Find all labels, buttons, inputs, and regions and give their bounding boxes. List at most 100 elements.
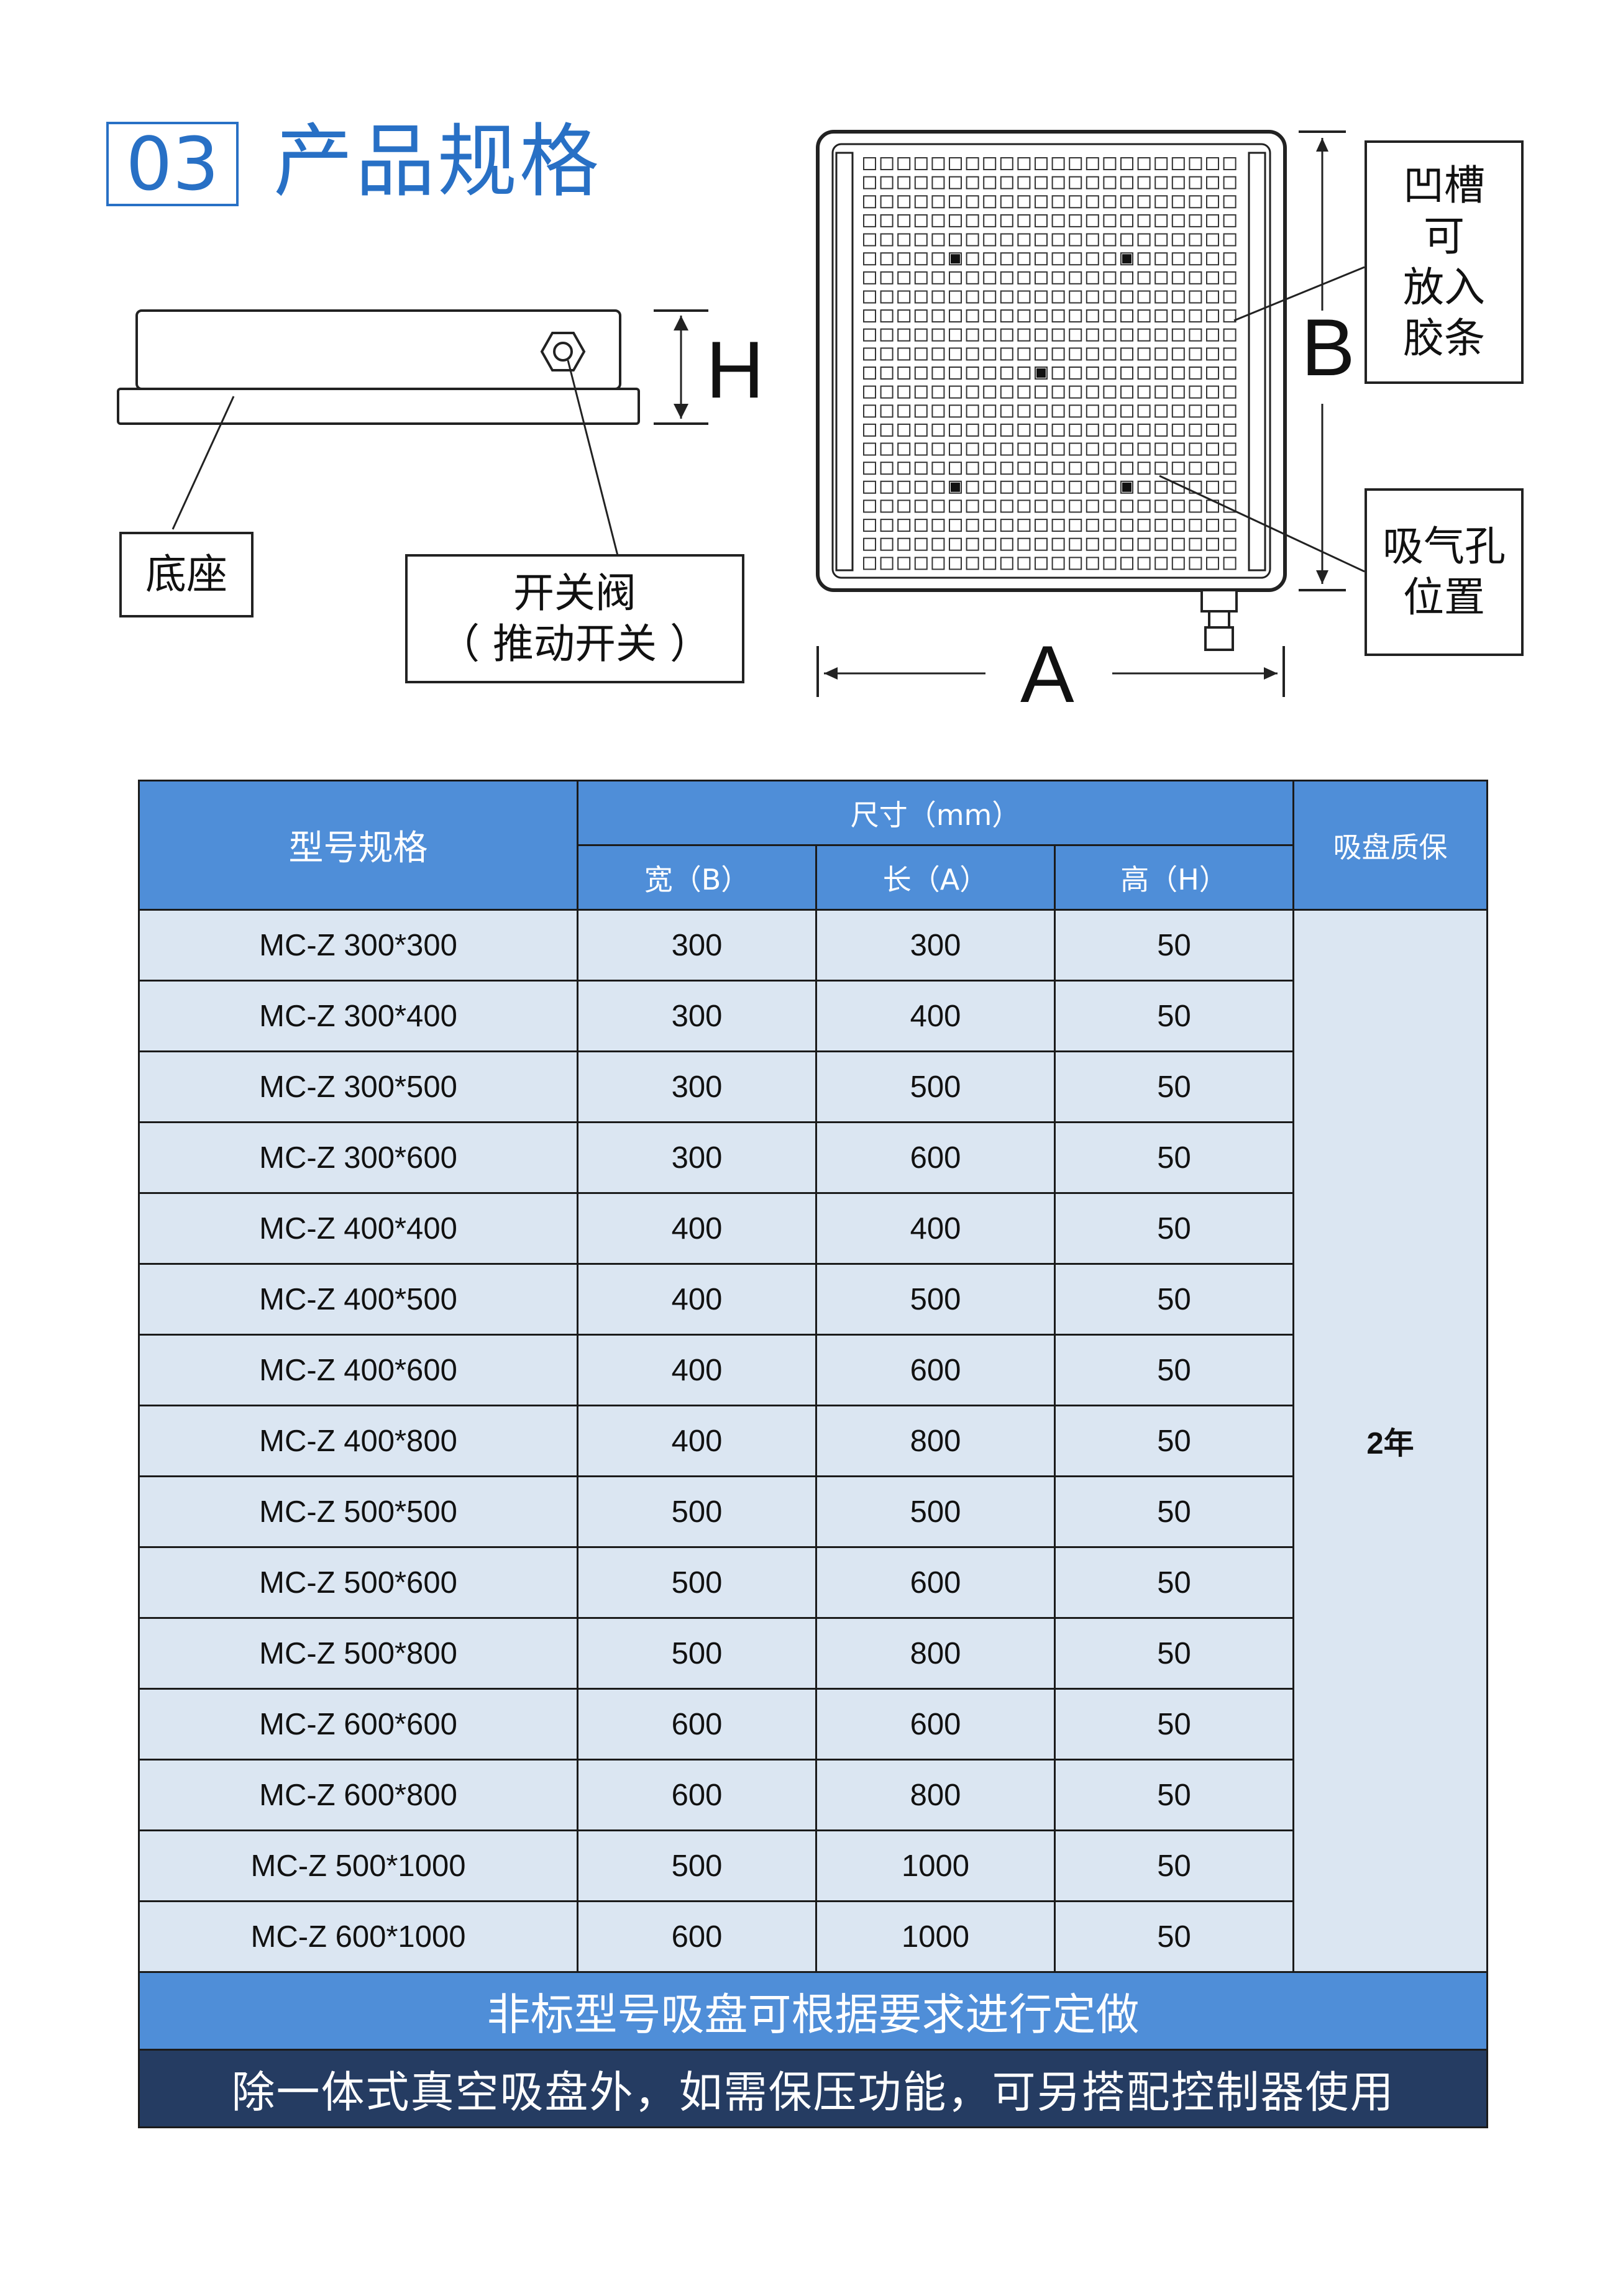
groove-label-1: 凹槽 [1403,162,1485,209]
suction-cell [1000,347,1013,361]
dimension-a-label: A [1020,629,1074,719]
suction-cell [1206,328,1219,342]
suction-cell [897,157,911,170]
suction-cell [1103,537,1117,551]
suction-cell [1189,557,1202,570]
suction-cell [1137,233,1151,247]
suction-cell [983,271,997,285]
suction-cell [1086,195,1099,209]
suction-cell [863,252,876,266]
suction-cell [949,157,962,170]
suction-cell [1051,328,1065,342]
suction-cell [1154,233,1168,247]
suction-cell [983,537,997,551]
cell-height: 50 [1053,1475,1295,1548]
suction-cell [880,557,894,570]
cell-length: 600 [815,1688,1056,1761]
suction-cell [966,195,979,209]
suction-cell [1051,290,1065,304]
suction-cell [1000,499,1013,513]
suction-cell [1035,537,1048,551]
suction-cell [1103,404,1117,418]
suction-cell [1120,499,1133,513]
suction-cell [1189,404,1202,418]
suction-cell [1206,271,1219,285]
cell-model: MC-Z 400*500 [138,1263,578,1336]
suction-cell [1223,328,1237,342]
suction-cell [880,537,894,551]
suction-cell [863,309,876,323]
suction-cell [1189,328,1202,342]
suction-cell [1189,195,1202,209]
suction-cell [897,271,911,285]
suction-cell [1206,442,1219,456]
suction-cell [1206,367,1219,380]
suction-cell [1223,519,1237,532]
suction-cell [1223,195,1237,209]
suction-cell [1035,462,1048,475]
suction-cell [1154,214,1168,227]
cell-width: 400 [577,1405,817,1477]
cell-length: 500 [815,1263,1056,1336]
suction-cell [1206,309,1219,323]
suction-cell [1189,367,1202,380]
suction-cell [1051,157,1065,170]
groove-callout: 凹槽 可 放入 胶条 [1365,140,1524,384]
suction-cell [1103,385,1117,399]
suction-cell [863,537,876,551]
groove-right [1248,152,1266,572]
suction-cell [1035,271,1048,285]
suction-cell [880,176,894,189]
suction-cell [1103,195,1117,209]
air-hole-label-1: 吸气孔 [1383,522,1506,570]
suction-cell [1069,404,1082,418]
suction-cell [1206,423,1219,437]
suction-cell [1051,499,1065,513]
cell-height: 50 [1053,1405,1295,1477]
cell-height: 50 [1053,1192,1295,1265]
suction-cell [1206,557,1219,570]
suction-cell [863,442,876,456]
suction-cell [1086,271,1099,285]
suction-cell [1017,290,1031,304]
cell-width: 600 [577,1688,817,1761]
suction-cell [983,519,997,532]
suction-cell [863,214,876,227]
suction-cell [966,367,979,380]
suction-cell [897,233,911,247]
suction-cell [983,328,997,342]
suction-cell [863,462,876,475]
suction-cell [897,252,911,266]
suction-cell [1223,423,1237,437]
cell-width: 300 [577,1050,817,1123]
suction-cell [863,157,876,170]
suction-cell [949,328,962,342]
suction-cell [1223,157,1237,170]
suction-cell [1223,252,1237,266]
suction-cell [897,499,911,513]
suction-cell [880,404,894,418]
section-number: 03 [106,122,239,206]
suction-cell [1017,309,1031,323]
suction-cell [1171,367,1185,380]
suction-cell [1017,176,1031,189]
suction-cell [1103,233,1117,247]
suction-cell [914,271,928,285]
suction-cell [1103,328,1117,342]
suction-cell [1000,176,1013,189]
suction-cell [1069,537,1082,551]
suction-cell [1223,290,1237,304]
suction-cell [1103,290,1117,304]
suction-cell [914,214,928,227]
suction-cell [1103,367,1117,380]
suction-cell [1017,423,1031,437]
suction-cell [949,347,962,361]
suction-cell [1171,557,1185,570]
suction-cell [931,557,945,570]
suction-cell [1000,385,1013,399]
